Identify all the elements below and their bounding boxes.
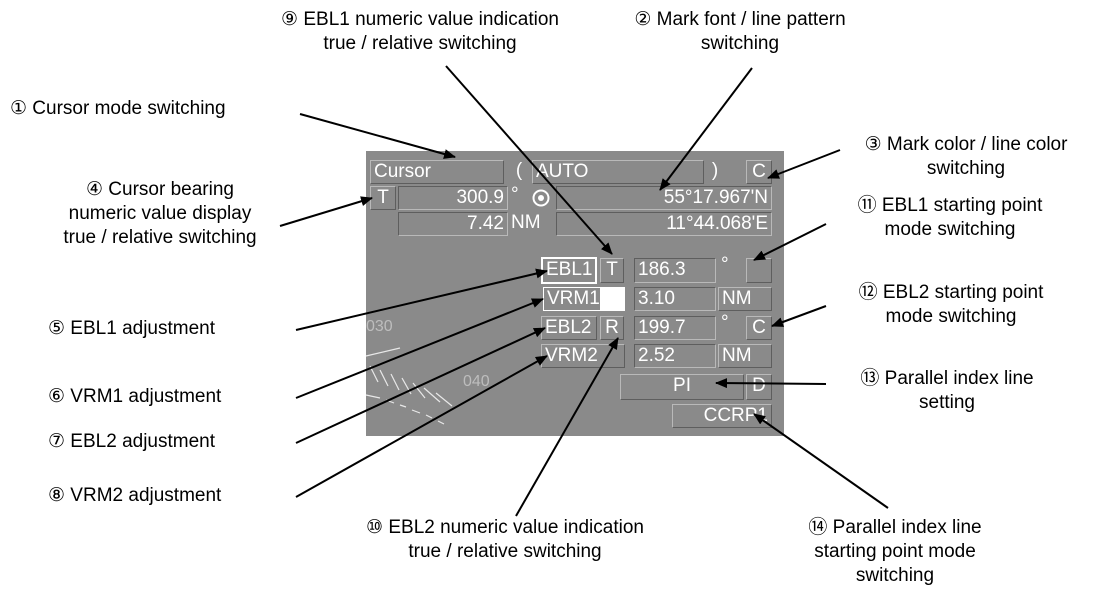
ebl2-value: 199.7 [634, 316, 716, 340]
callout-12: ⑫ EBL2 starting point mode switching [858, 282, 1044, 327]
vrm2-value: 2.52 [634, 344, 716, 368]
cursor-range-unit: NM [511, 212, 541, 233]
leader-6 [295, 298, 544, 399]
cursor-mode-button[interactable]: Cursor [370, 160, 504, 184]
leader-1 [299, 113, 456, 159]
callout-7: ⑦ EBL2 adjustment [48, 431, 216, 452]
vrm1-label: VRM1 [547, 288, 600, 309]
ccrp-label: CCRP1 [672, 404, 772, 428]
cursor-longitude: 11°44.068'E [556, 212, 772, 236]
leader-9 [445, 65, 613, 255]
scale-label-030: 030 [366, 318, 393, 335]
bearing-degree-symbol: ° [511, 184, 519, 205]
ebl1-value: 186.3 [634, 258, 716, 283]
parallel-index-button[interactable]: PI [620, 374, 744, 400]
scale-label-040: 040 [463, 373, 490, 390]
leader-2 [659, 67, 753, 191]
callout-13: ⑬ Parallel index line setting [860, 368, 1034, 413]
open-paren: ( [515, 160, 523, 181]
callout-8: ⑧ VRM2 adjustment [48, 485, 222, 506]
leader-14 [753, 413, 889, 509]
ebl1-button[interactable]: EBL1 [541, 257, 597, 284]
cursor-bearing-value: 300.9 [398, 186, 508, 210]
leader-4 [279, 196, 373, 227]
ebl2-degree-symbol: ° [721, 312, 729, 333]
callout-3: ③ Mark color / line color switching [864, 134, 1068, 179]
pi-origin-button[interactable]: D [746, 374, 772, 400]
mark-font-button[interactable]: AUTO [532, 160, 704, 184]
cursor-range-value: 7.42 [398, 212, 508, 236]
leader-10 [515, 337, 619, 517]
leader-3 [767, 149, 841, 179]
leader-7 [295, 327, 546, 444]
callout-11: ⑪ EBL1 starting point mode switching [857, 195, 1043, 240]
callout-2: ② Mark font / line pattern switching [634, 9, 846, 54]
ebl1-ref-button[interactable]: T [600, 258, 624, 283]
ebl1-degree-symbol: ° [721, 254, 729, 275]
vrm1-value: 3.10 [634, 287, 716, 311]
callout-6: ⑥ VRM1 adjustment [48, 386, 222, 407]
leader-8 [295, 355, 548, 498]
vrm1-unit: NM [718, 287, 772, 311]
callout-4: ④ Cursor bearing numeric value display t… [63, 179, 257, 248]
vrm1-highlight [600, 288, 624, 310]
callout-5: ⑤ EBL1 adjustment [48, 318, 216, 339]
leader-11 [753, 223, 827, 261]
vrm2-unit: NM [718, 344, 772, 368]
callout-1: ① Cursor mode switching [10, 98, 226, 119]
leader-5 [295, 268, 548, 331]
callout-10: ⑩ EBL2 numeric value indication true / r… [366, 517, 644, 562]
callout-9: ⑨ EBL1 numeric value indication true / r… [281, 9, 559, 54]
leader-12 [771, 305, 827, 327]
leader-13 [715, 378, 827, 389]
close-paren: ) [711, 160, 719, 181]
ebl2-origin-button[interactable]: C [746, 316, 772, 340]
callout-14: ⑭ Parallel index line starting point mod… [808, 517, 982, 586]
